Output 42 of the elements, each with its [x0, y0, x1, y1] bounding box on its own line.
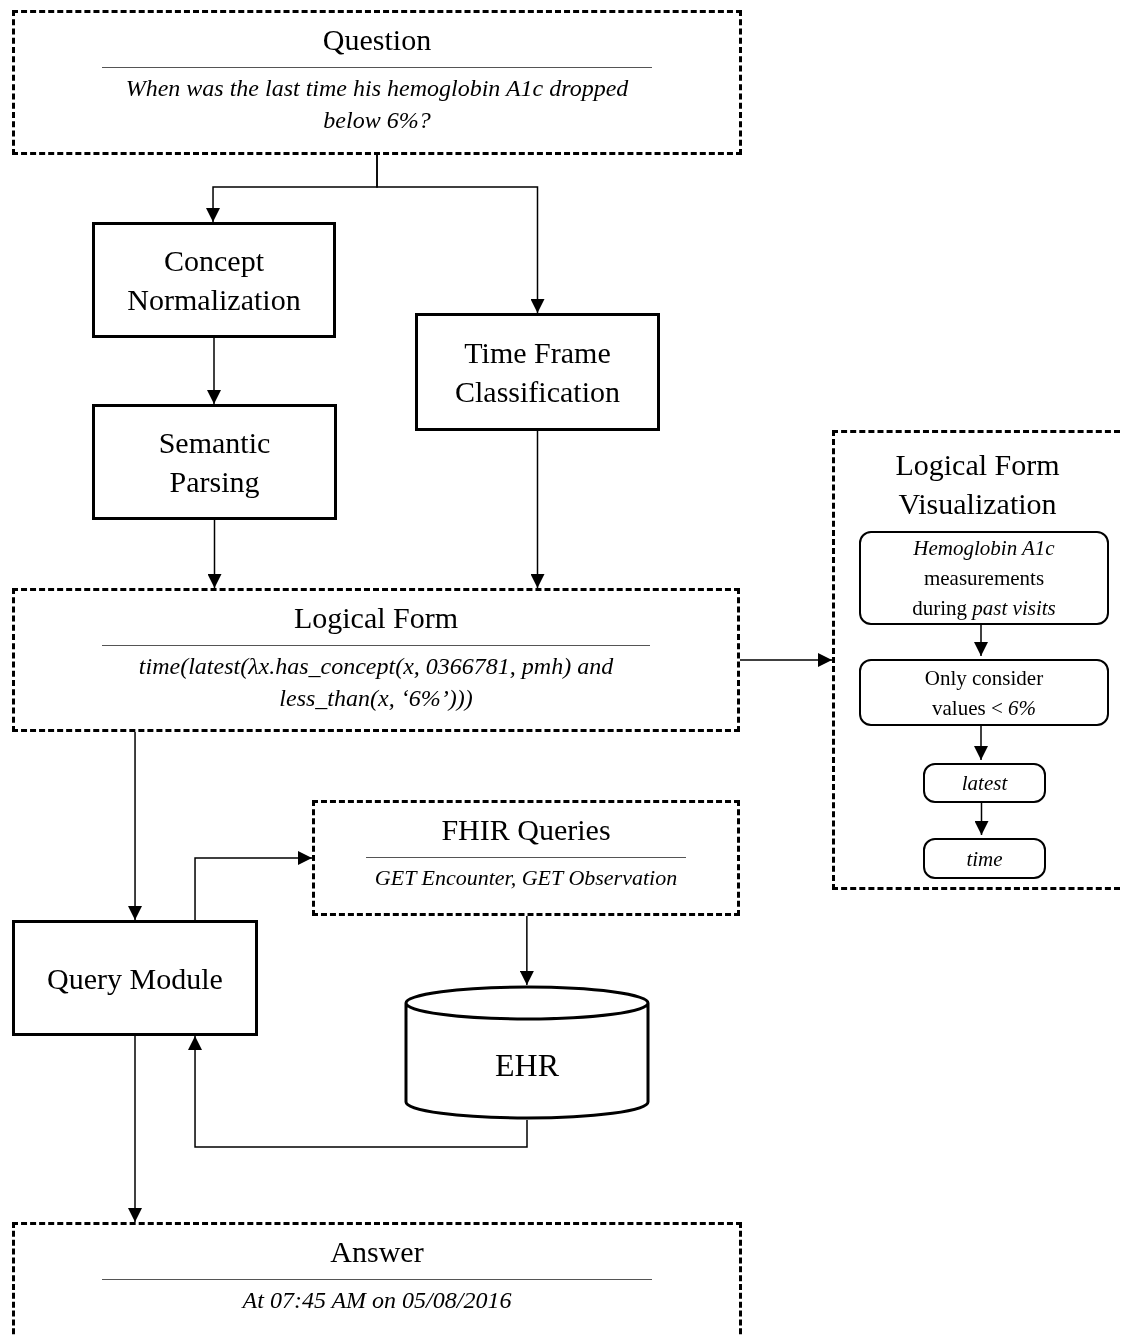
panel-title: FHIR Queries	[441, 812, 611, 848]
panel-text: At 07:45 AM on 05/08/2016	[240, 1286, 513, 1315]
process-box	[12, 920, 258, 1036]
panel-title: Question	[322, 22, 432, 58]
arrow	[519, 915, 534, 986]
dashed-panel	[12, 10, 742, 155]
arrow	[207, 519, 222, 589]
process-box	[92, 222, 336, 338]
dashed-panel	[12, 1222, 742, 1336]
panel-text: GET Encounter, GET Observation	[373, 864, 679, 892]
database-cylinder	[404, 985, 650, 1120]
arrow	[376, 154, 545, 314]
box-text: Time Frame Classification	[454, 335, 621, 410]
panel-title: Logical Form	[293, 600, 459, 636]
box-text: Semantic Parsing	[157, 425, 272, 500]
dashed-panel	[312, 800, 740, 916]
panel-text: When was the last time his hemoglobin A1c dropped below 6%?	[124, 74, 630, 135]
box-text: latest	[960, 770, 1009, 797]
box-text: Concept Normalization	[126, 243, 302, 318]
dashed-group	[832, 430, 1120, 890]
arrow	[188, 1035, 528, 1148]
box-text: EHR	[495, 1045, 559, 1085]
dashed-panel	[12, 588, 740, 732]
group-title: Logical Form Visualization	[894, 447, 1061, 522]
rounded-box	[859, 531, 1109, 625]
box-text: Only consider values < 6%	[923, 664, 1045, 722]
rounded-box	[923, 763, 1046, 803]
box-text: time	[965, 845, 1004, 873]
box-text: Query Module	[46, 960, 224, 997]
process-box	[92, 404, 337, 520]
arrow	[530, 430, 545, 589]
panel-text: time(latest(λx.has_concept(x, 0366781, pmh) and less_than(x, ‘6%’)))	[137, 652, 615, 713]
arrow	[128, 731, 143, 921]
process-box	[415, 313, 660, 431]
rounded-box	[923, 838, 1046, 879]
arrow	[128, 1035, 142, 1223]
panel-title: Answer	[330, 1234, 424, 1270]
arrow	[739, 653, 833, 667]
arrow	[194, 851, 313, 921]
arrow	[207, 337, 221, 405]
rounded-box	[859, 659, 1109, 726]
box-text: Hemoglobin A1c measurements during past visits	[911, 535, 1057, 622]
